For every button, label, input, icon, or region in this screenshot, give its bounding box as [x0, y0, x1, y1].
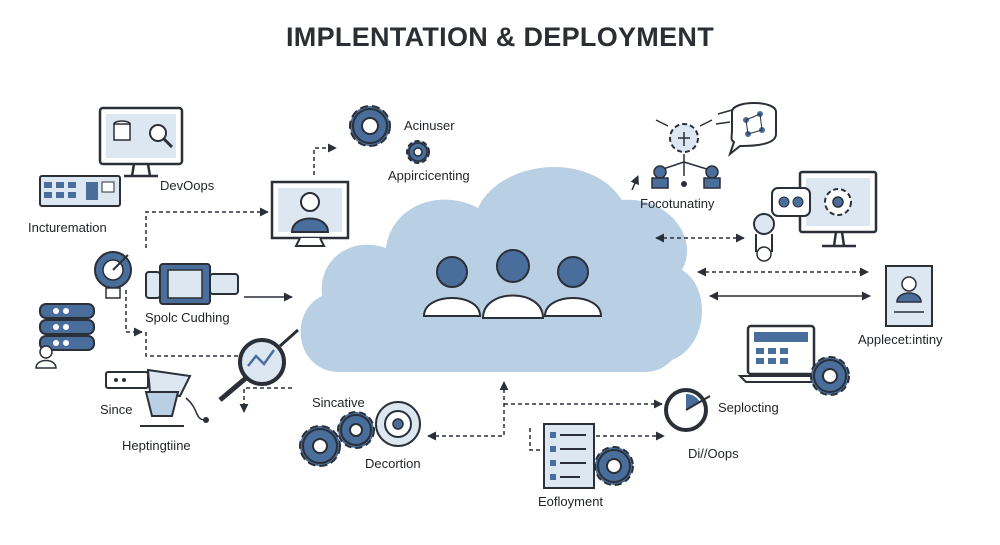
gear-large-icon [349, 105, 391, 147]
magnifier-chart-icon [218, 328, 299, 402]
dial-icon [375, 401, 421, 447]
person-head-icon [753, 213, 775, 262]
label-heptingtiine: Heptingtiine [122, 438, 191, 453]
label-acinuser: Acinuser [404, 118, 455, 133]
label-focotunatiny: Focotunatiny [640, 196, 715, 211]
label-seplocting: Seplocting [718, 400, 779, 415]
gear-small-icon [406, 140, 430, 164]
monitor-gear-icon [798, 170, 878, 248]
gears-cluster-icon [299, 411, 375, 467]
label-incturemation: Incturemation [28, 220, 107, 235]
laptop-calculator-icon [737, 324, 825, 383]
label-decortion: Decortion [365, 456, 421, 471]
checklist-icon [543, 423, 595, 489]
label-eofloyment: Eofloyment [538, 494, 604, 509]
diagram-title: IMPLENTATION & DEPLOYMENT [286, 22, 714, 52]
idea-team-icon [651, 119, 721, 189]
profile-document-icon [885, 265, 933, 327]
label-devoops: DevOops [160, 178, 215, 193]
server-stack-icon [35, 303, 95, 369]
connectors [125, 143, 871, 451]
gear-doc-icon [594, 446, 634, 486]
funnel-device-icon [105, 368, 209, 427]
team-people-icon [422, 249, 603, 319]
target-bulb-icon [94, 251, 132, 299]
dashboard-panel-icon [39, 175, 121, 207]
label-applecet-intiny: Applecet:intiny [858, 332, 943, 347]
label-sincative: Sincative [312, 395, 365, 410]
gear-laptop-icon [810, 356, 850, 396]
monitor-database-icon [98, 106, 184, 178]
monitor-user-icon [270, 180, 350, 247]
label-appircicenting: Appircicenting [388, 168, 470, 183]
network-bubble-icon [715, 102, 777, 157]
pie-target-icon [664, 388, 711, 432]
chat-gears-icon [771, 187, 811, 217]
label-since: Since [100, 402, 133, 417]
label-di-oops: Di//Oops [688, 446, 739, 461]
label-spolc-cudhing: Spolc Cudhing [145, 310, 230, 325]
pipe-connector-icon [145, 263, 239, 305]
